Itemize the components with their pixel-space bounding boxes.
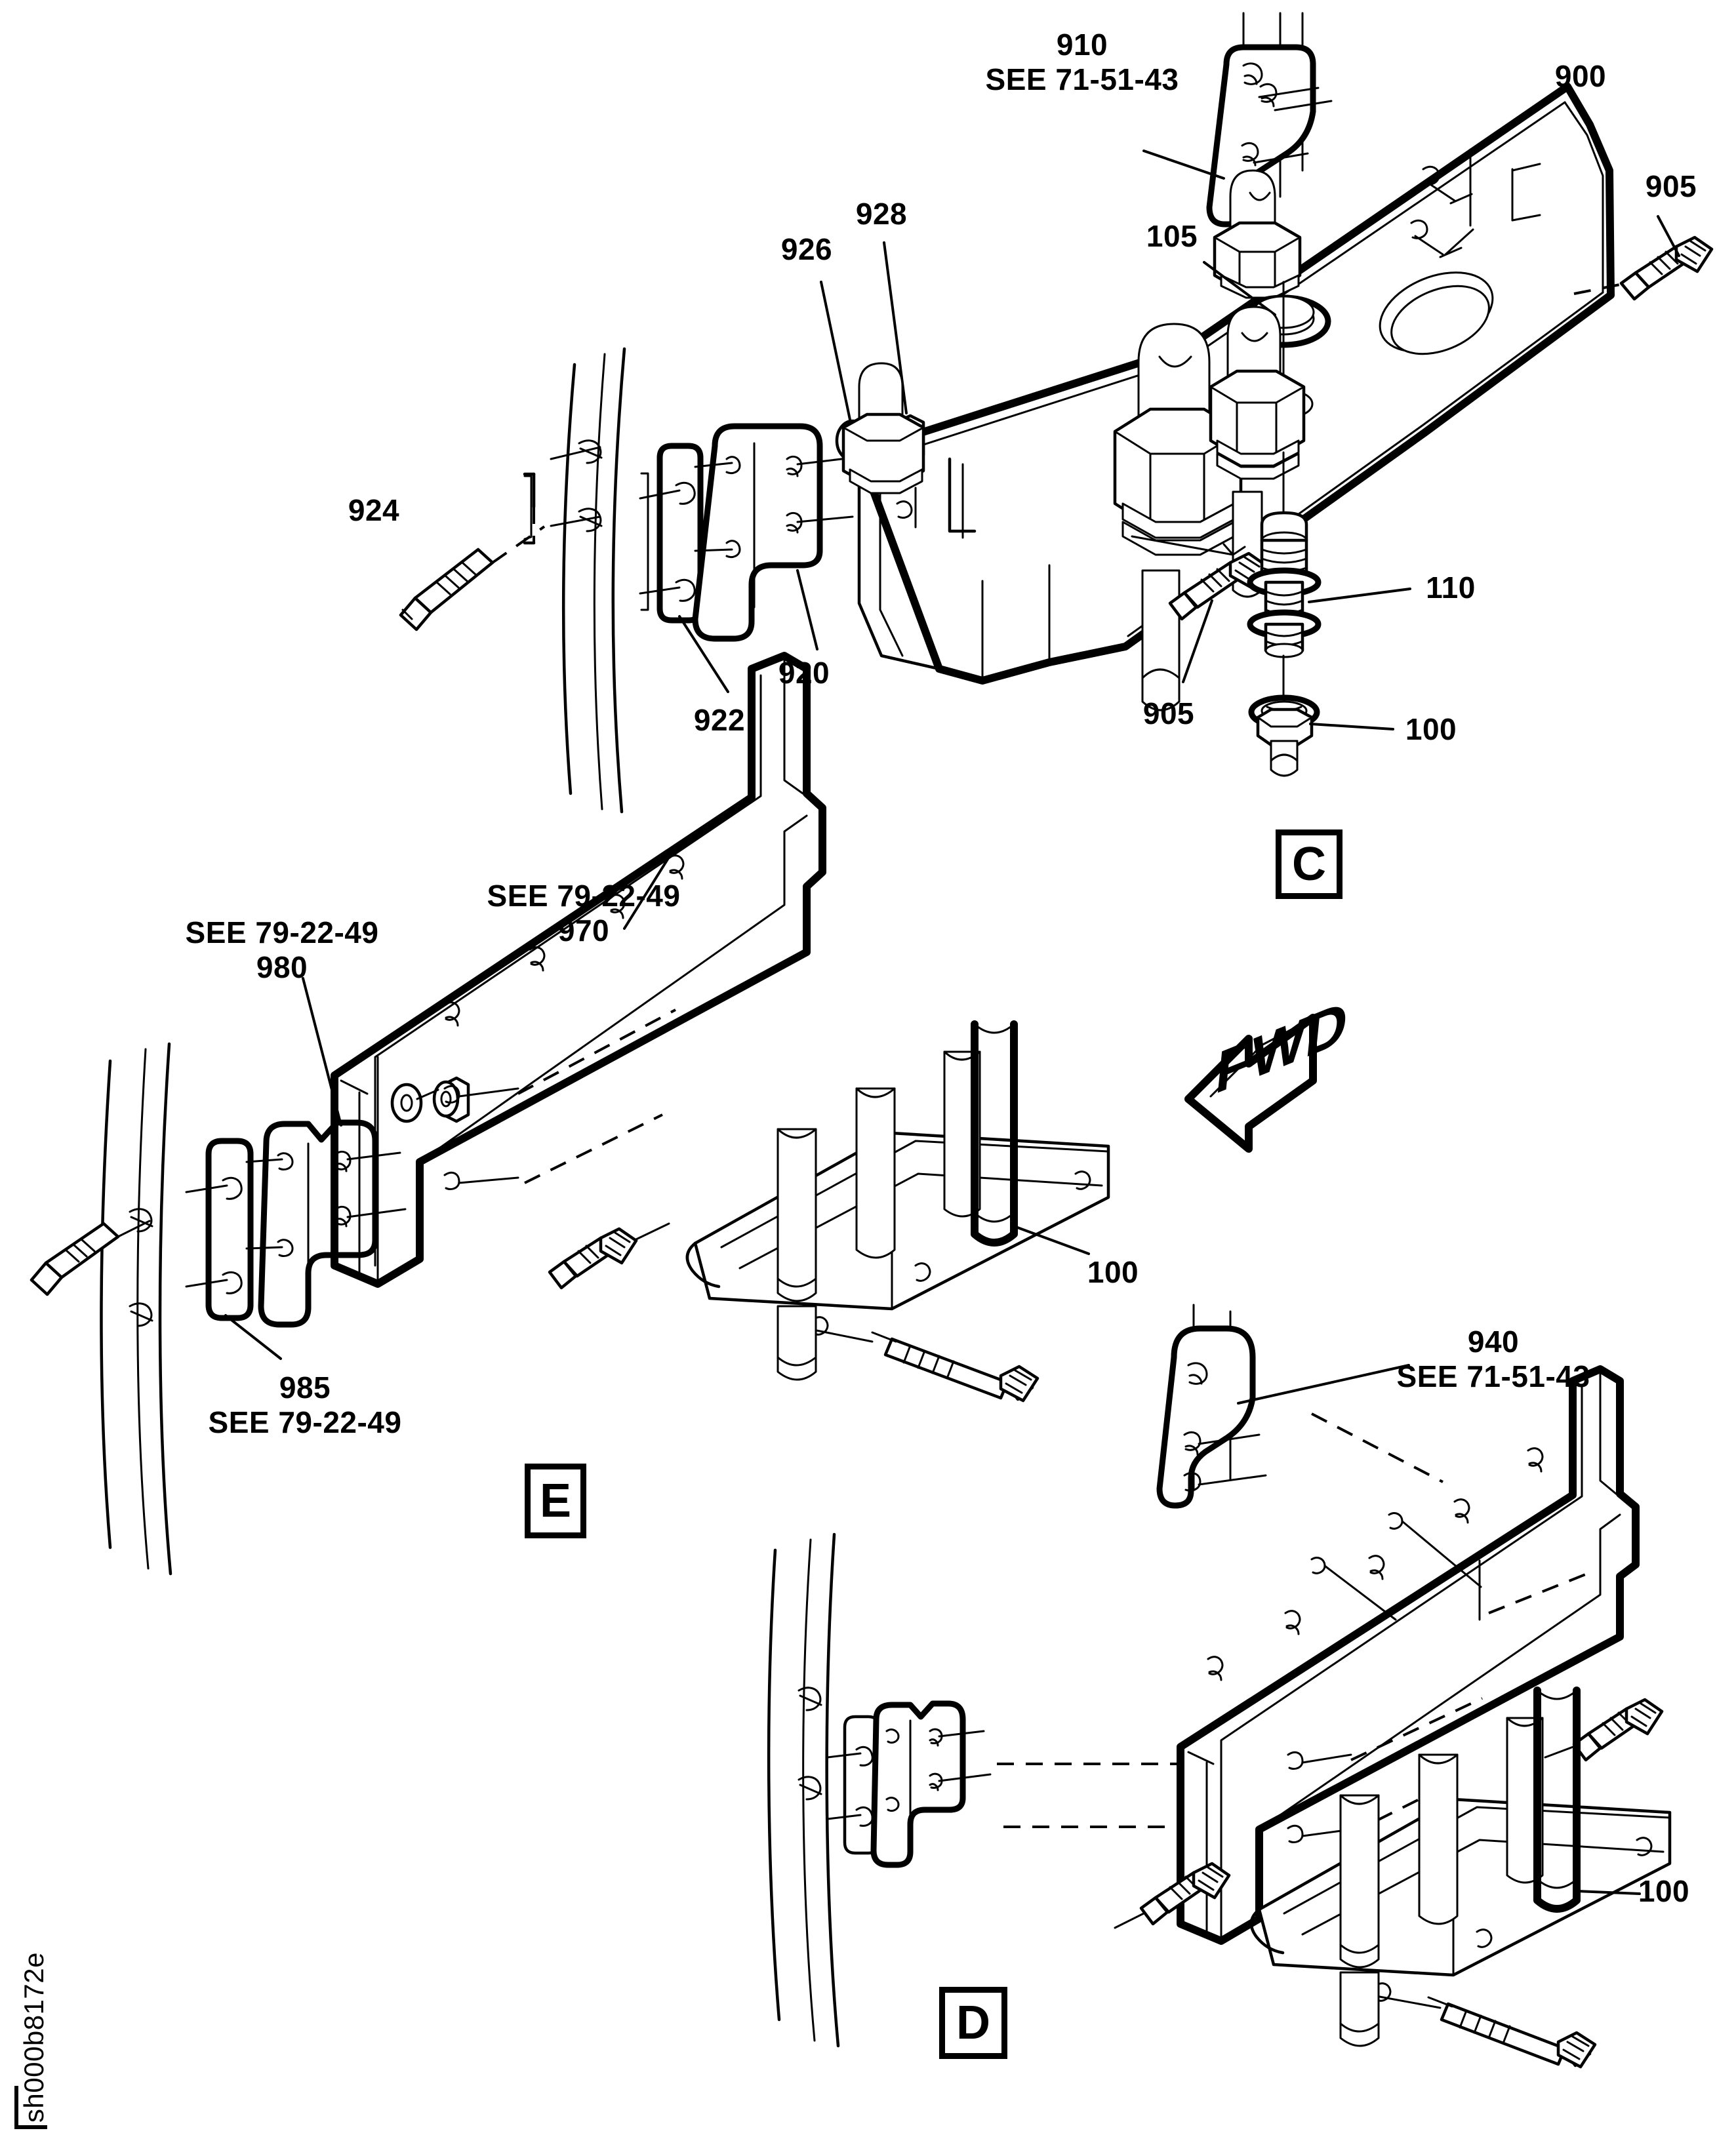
label-905-upper-text: 905 [1645,169,1697,203]
label-922: 922 [694,703,745,738]
fuselage-frame-middle [100,1042,172,1576]
view-callout-c: C [1276,829,1342,899]
figure-code: sh000b8172e [18,1951,49,2123]
label-100-middle-text: 100 [1087,1255,1139,1289]
label-928: 928 [856,197,907,231]
view-callout-e-letter: E [539,1475,572,1527]
label-924-text: 924 [348,493,400,527]
label-100-bottom-text: 100 [1638,1874,1690,1908]
label-910-line1: 910 [1056,28,1108,62]
label-985-line1: 985 [279,1370,331,1405]
label-905-lower: 905 [1143,696,1194,731]
plate-bottom-left [826,1700,992,1868]
label-100-middle: 100 [1087,1255,1139,1290]
retainer-cluster-bottom [1249,1687,1672,2047]
bracket-920 [692,423,854,650]
hexnut-assembly-top [1213,169,1302,299]
fwd-arrow-icon: FWD [1184,987,1351,1153]
label-922-text: 922 [693,703,746,737]
hexbolt-medium [1209,306,1306,598]
bushing-110 [1247,451,1411,699]
bolt-bottom-right-upper [1544,1698,1664,1762]
label-900-text: 900 [1554,59,1607,93]
label-100-top-text: 100 [1405,712,1457,746]
label-900: 900 [1555,59,1606,94]
label-920: 920 [778,656,830,690]
bolt-bottom-long [1427,1996,1597,2069]
bracket-980 [245,977,407,1328]
washer-nut-middle [390,1076,470,1123]
bolt-middle-channel [548,1222,670,1290]
label-905-upper: 905 [1645,169,1697,204]
label-985-line2: SEE 79-22-49 [208,1405,402,1440]
label-970: SEE 79-22-49 970 [487,879,681,949]
view-callout-d-letter: D [956,1997,990,2049]
label-940-line1: 940 [1467,1325,1520,1359]
label-110-text: 110 [1426,570,1476,605]
view-callout-e: E [525,1464,586,1538]
label-924: 924 [348,493,399,528]
channel-beam-970 [331,652,826,1288]
bracket-900 [855,83,1615,685]
label-928-text: 928 [855,197,908,231]
bolt-middle-long [871,1331,1040,1403]
label-100-top: 100 [1405,712,1457,747]
view-callout-d: D [939,1987,1007,2059]
label-940-line2: SEE 71-51-43 [1396,1359,1590,1394]
bolt-905-upper [1573,215,1714,301]
bolt-905-lower [1131,535,1268,683]
fuselage-frame-upper [523,347,626,814]
bolt-924 [399,525,546,631]
label-940: 940 SEE 71-51-43 [1397,1325,1590,1395]
label-980-line1: SEE 79-22-49 [185,915,379,949]
label-910-line2: SEE 71-51-43 [985,62,1179,97]
label-105: 105 [1146,219,1198,254]
label-105-text: 105 [1146,219,1198,253]
channel-beam-bottom [997,1365,1640,1945]
plate-985 [185,1138,282,1360]
stud-left [841,362,925,494]
fitting-940 [1156,1304,1410,1509]
svg-text:FWD: FWD [1213,987,1351,1108]
figure-code-corner-bracket [14,2086,47,2129]
label-110: 110 [1426,570,1476,605]
label-970-line2: 970 [557,913,610,948]
fuselage-frame-bottom [767,1532,840,2048]
label-926: 926 [781,232,832,267]
retainer-cluster-middle [685,1020,1110,1381]
label-905-lower-text: 905 [1142,696,1195,730]
label-985: 985 SEE 79-22-49 [209,1370,402,1441]
label-920-text: 920 [778,656,830,690]
label-910: 910 SEE 71-51-43 [986,28,1179,98]
view-callout-c-letter: C [1292,838,1326,890]
label-100-bottom: 100 [1638,1874,1689,1909]
label-980: SEE 79-22-49 980 [186,915,379,986]
bolt-middle-left [30,1220,151,1296]
bolt-bottom-left-lower [1114,1862,1231,1929]
nut-100-top [1248,694,1394,777]
label-970-line1: SEE 79-22-49 [487,879,681,913]
label-980-line2: 980 [256,950,308,985]
label-926-text: 926 [780,232,833,266]
